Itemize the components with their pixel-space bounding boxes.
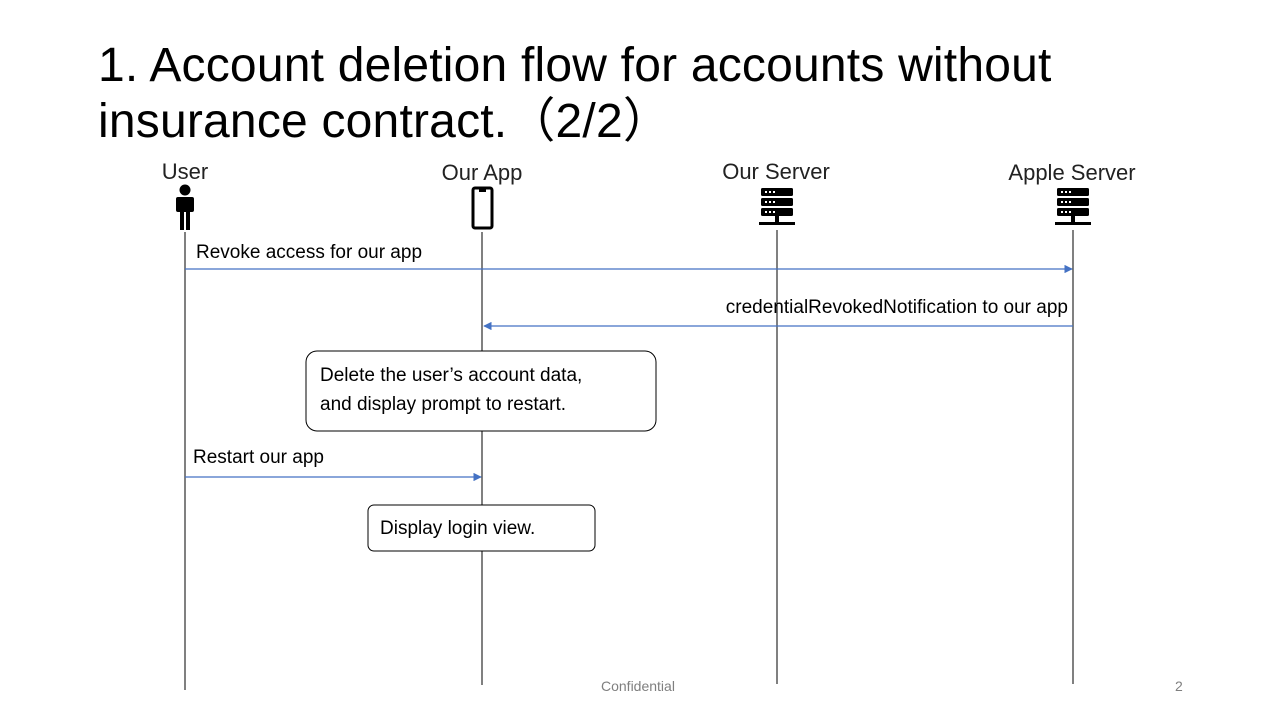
server-icon [1055, 188, 1091, 225]
smartphone-icon [471, 186, 494, 230]
note-text-delete-account-line-1: Delete the user’s account data, [320, 365, 582, 386]
person-icon [176, 184, 194, 230]
actor-label-apple-server: Apple Server [1008, 160, 1135, 185]
note-text-display-login: Display login view. [380, 518, 535, 539]
slide-title: 1. Account deletion flow for accounts wi… [98, 38, 1218, 150]
actor-label-user: User [162, 159, 208, 184]
message-label-credential-revoked: credentialRevokedNotification to our app [726, 297, 1068, 318]
note-box-display-login [367, 504, 596, 552]
slide-title-line-1: 1. Account deletion flow for accounts wi… [98, 39, 1052, 92]
message-label-restart-app: Restart our app [193, 447, 324, 468]
footer-confidential: Confidential [601, 678, 675, 694]
message-label-revoke-access: Revoke access for our app [196, 242, 422, 263]
note-box-delete-account [305, 350, 657, 432]
server-icon [759, 188, 795, 225]
note-text-delete-account-line-2: and display prompt to restart. [320, 394, 566, 415]
actor-label-our-server: Our Server [722, 159, 830, 184]
slide-title-line-2: insurance contract.（2/2） [98, 95, 672, 148]
actor-label-our-app: Our App [442, 160, 523, 185]
footer-page-number: 2 [1175, 678, 1183, 694]
